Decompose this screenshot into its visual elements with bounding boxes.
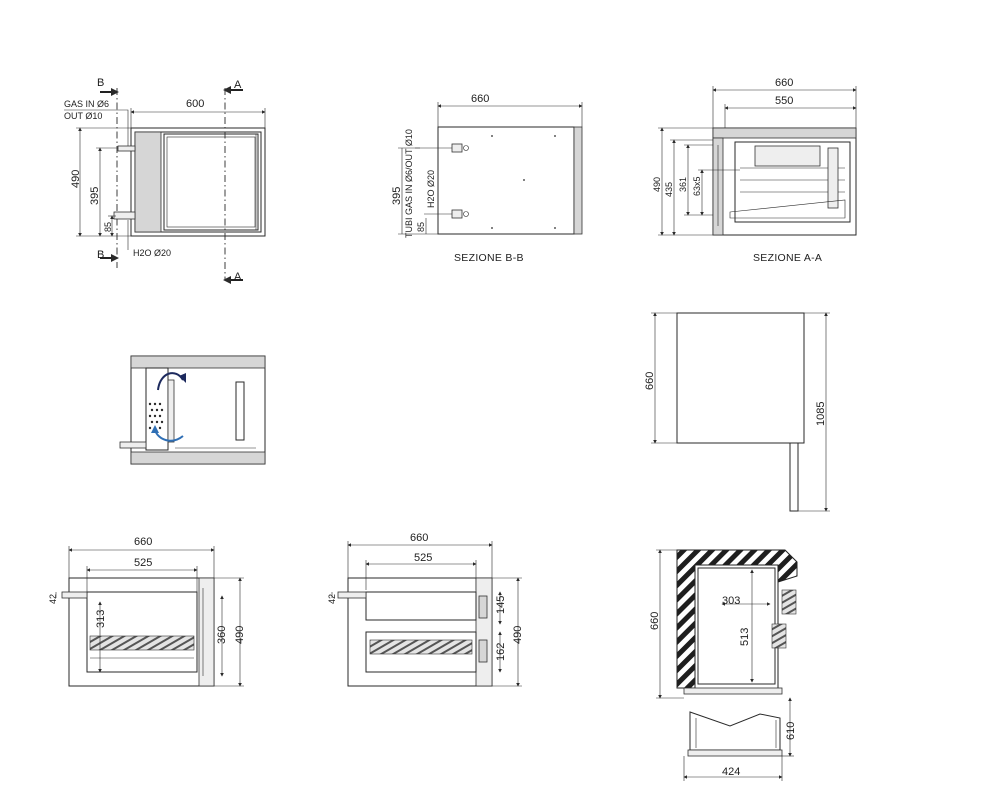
section-a-label-top: A	[234, 79, 242, 91]
bb-h2o-label: H2O Ø20	[426, 170, 436, 208]
gas-out-label: OUT Ø10	[64, 111, 102, 121]
fr-width-dim: 660	[410, 532, 428, 544]
side-view: 660 1085	[644, 312, 830, 512]
side-depth-dim: 660	[644, 372, 656, 390]
h2o-label: H2O Ø20	[133, 248, 171, 258]
aa-h435-dim: 435	[664, 182, 674, 197]
section-aa-view: 660 550 490 435 361 63x5 SEZIONE A-A	[652, 77, 857, 264]
section-b-label-top: B	[97, 77, 104, 89]
top-height-dim: 490	[70, 170, 82, 188]
top-low-dim: 85	[103, 222, 113, 232]
fr-inner-dim: 525	[414, 552, 432, 564]
bb-rivets	[491, 135, 556, 229]
fr-h162-dim: 162	[495, 643, 507, 661]
fl-top-dim: 42	[48, 594, 58, 604]
bb-low-dim: 85	[416, 222, 426, 232]
plan-inner-w-dim: 303	[722, 595, 740, 607]
aa-h361-dim: 361	[678, 177, 688, 192]
bb-height-dim: 395	[391, 187, 403, 205]
fl-h360-dim: 360	[216, 626, 228, 644]
section-bb-title: SEZIONE B-B	[454, 252, 524, 264]
fl-inner-dim: 525	[134, 557, 152, 569]
front-left-view: 660 525 42 313 360 490	[48, 536, 246, 687]
fl-h490-dim: 490	[234, 626, 246, 644]
plan-ext-dim: 610	[785, 722, 797, 740]
section-aa-title: SEZIONE A-A	[753, 252, 822, 264]
vent-holes	[148, 402, 164, 430]
plan-view: 303 513 660 610 424	[649, 549, 798, 781]
fr-h145-dim: 145	[495, 596, 507, 614]
plan-base-dim: 424	[722, 766, 740, 778]
fr-h490-dim: 490	[512, 626, 524, 644]
aa-inner-dim: 550	[775, 95, 793, 107]
airflow-view	[119, 355, 266, 465]
bb-width-dim: 660	[471, 93, 489, 105]
section-b-label-bottom: B	[97, 249, 104, 261]
bb-tubi-label: TUBI GAS IN Ø6/OUT Ø10	[404, 129, 414, 238]
fl-width-dim: 660	[134, 536, 152, 548]
fl-h313-dim: 313	[95, 610, 107, 628]
top-mid-dim: 395	[89, 187, 101, 205]
plan-inner-h-dim: 513	[739, 628, 751, 646]
fr-top-dim: 42	[327, 594, 337, 604]
section-bb-view: 660 395 85 TUBI GAS IN Ø6/OUT Ø10 H2O Ø2…	[391, 93, 583, 264]
front-right-view: 660 525 42 145 162 490	[327, 532, 524, 687]
top-view: B B A A GAS IN Ø6 OUT Ø10 600 490 395 85	[64, 77, 266, 284]
gas-in-label: GAS IN Ø6	[64, 99, 109, 109]
top-width-dim: 600	[186, 98, 204, 110]
aa-outer-dim: 660	[775, 77, 793, 89]
plan-depth-dim: 660	[649, 612, 661, 630]
side-total-dim: 1085	[815, 402, 827, 426]
aa-h490-dim: 490	[652, 177, 662, 192]
section-a-label-bottom: A	[234, 271, 242, 283]
aa-grid-dim: 63x5	[692, 176, 702, 196]
